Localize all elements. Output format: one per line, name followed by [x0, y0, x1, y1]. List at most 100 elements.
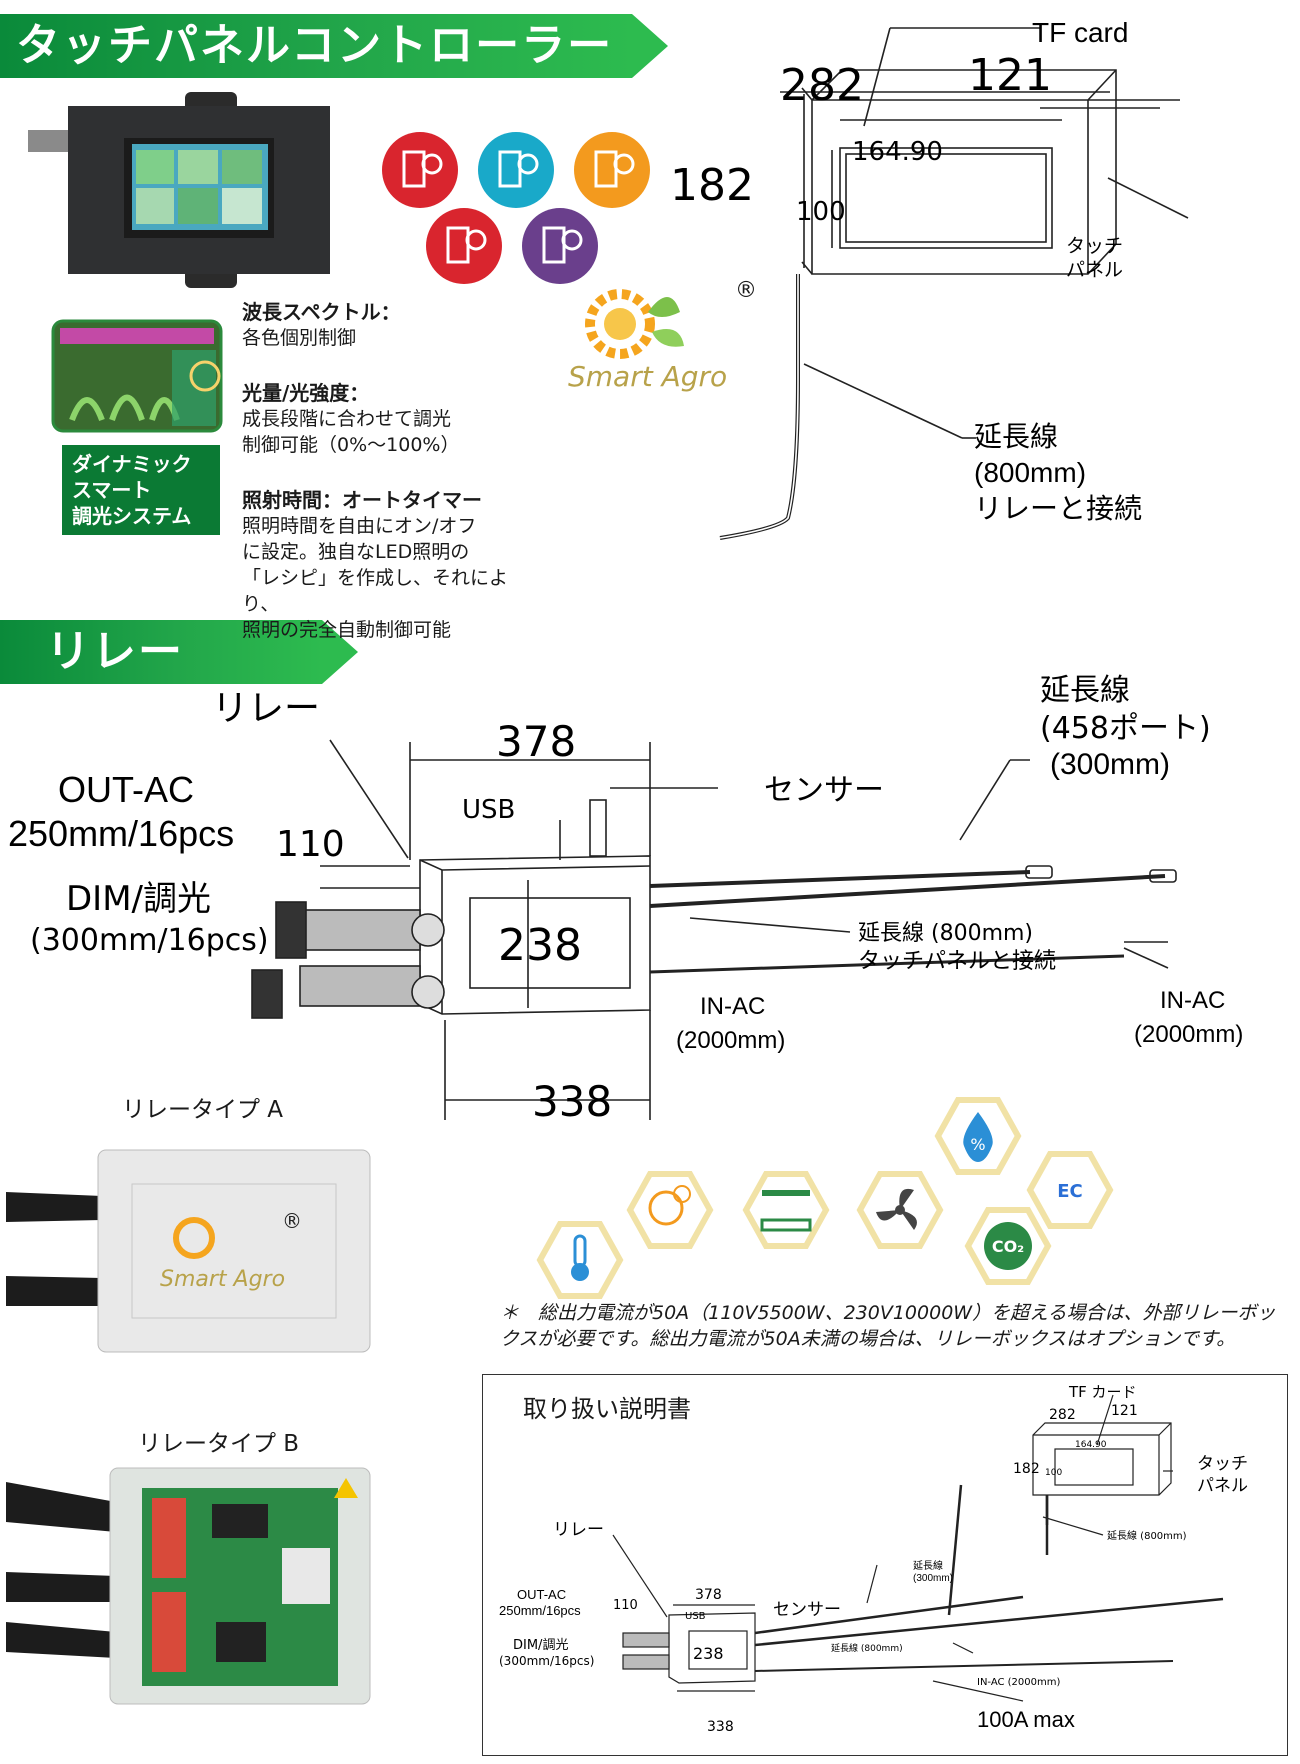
feature-text: 「レシピ」を作成し、それにより、 [242, 567, 509, 615]
feature-text: 制御可能（0%～100%） [242, 434, 460, 456]
ext-cable-label: (300mm) [1050, 748, 1170, 781]
relay-label: リレー [212, 688, 320, 729]
manual-d282: 282 [1049, 1407, 1076, 1423]
usb-label: USB [462, 795, 515, 825]
manual-d378: 378 [695, 1587, 722, 1603]
feature-text: 各色個別制御 [242, 327, 357, 349]
dim-238: 238 [498, 920, 582, 971]
manual-panel: タッチ [1197, 1454, 1248, 1474]
manual-d238: 238 [693, 1644, 724, 1663]
panel-label: パネル [1066, 259, 1123, 281]
feature-text: 照明の完全自動制御可能 [242, 619, 452, 641]
current-note: ＊ 総出力電流が50A（110V5500W、230V10000W）を超える場合は… [500, 1302, 1276, 1350]
ec-text: EC [1057, 1181, 1083, 1202]
manual-d110: 110 [613, 1598, 638, 1613]
light-timer-icon [630, 1174, 710, 1246]
panel-label: タッチ [1066, 235, 1123, 257]
feature-list: 波長スペクトル： 各色個別制御 光量/光強度： 成長段階に合わせて調光 制御可能… [242, 296, 542, 643]
co2-icon: CO₂ [968, 1210, 1048, 1282]
manual-d100: 100 [1045, 1468, 1062, 1478]
relay-type-a-label: リレータイプ A [122, 1097, 284, 1123]
sensor-label: センサー [764, 773, 884, 808]
manual-relay: リレー [553, 1520, 604, 1540]
ext-cable-label: 延長線 [1040, 673, 1130, 708]
manual-ext300: (300mm) [913, 1573, 953, 1584]
manual-dim: (300mm/16pcs) [499, 1654, 594, 1668]
dim-164: 164.90 [852, 137, 943, 167]
manual-inac: IN-AC (2000mm) [977, 1677, 1060, 1688]
dim-182: 182 [670, 160, 754, 211]
light-icon-orange [574, 132, 650, 208]
logo-text: Smart Agro [160, 1267, 285, 1292]
cable-label: 延長線 [974, 420, 1058, 453]
dim-121: 121 [968, 50, 1052, 101]
manual-sensor: センサー [773, 1600, 841, 1620]
dim-338: 338 [532, 1077, 612, 1126]
light-icons [382, 132, 650, 284]
manual-ext800: 延長線 (800mm) [831, 1642, 903, 1654]
manual-d182: 182 [1013, 1461, 1040, 1477]
manual-tf: TF カード [1068, 1383, 1137, 1401]
relay-drawing: リレー OUT-AC 250mm/16pcs 110 DIM/調光 (300mm… [8, 673, 1243, 1126]
smart-agro-logo: Smart Agro [568, 289, 727, 393]
cable-label: リレーと接続 [974, 492, 1142, 525]
dynamic-line: 調光システム [72, 504, 192, 528]
manual-d121: 121 [1111, 1403, 1138, 1419]
manual-cable800: 延長線 (800mm) [1107, 1529, 1187, 1542]
light-icon-purple [522, 208, 598, 284]
relay-type-a-photo: Smart Agro ® [6, 1149, 371, 1353]
manual-drawing: TF カード 282 121 182 164.90 100 タッチ パネル 延長… [499, 1383, 1248, 1735]
feature-text: 照明時間を自由にオン/オフ [242, 515, 477, 537]
dim-label: DIM/調光 [66, 879, 211, 919]
ext-cable-label: (458ポート) [1040, 711, 1211, 746]
manual-title: 取り扱い説明書 [523, 1395, 691, 1423]
humidity-icon: % [938, 1100, 1018, 1172]
ext-touch-label: 延長線 (800mm) [858, 921, 1033, 946]
thermometer-icon [540, 1224, 620, 1296]
feature-text: に設定。独自なLED照明の [242, 541, 470, 563]
light-icon-red-2 [426, 208, 502, 284]
relay-banner: リレー [0, 620, 358, 684]
manual-d338: 338 [707, 1719, 734, 1735]
manual-max: 100A max [977, 1707, 1075, 1732]
sensor-icons: % EC CO₂ [530, 1090, 1150, 1310]
manual-out-ac: OUT-AC [517, 1587, 566, 1602]
out-ac-label: 250mm/16pcs [8, 813, 234, 854]
dynamic-system-box: ダイナミック スマート 調光システム [62, 445, 220, 535]
co2-text: CO₂ [992, 1237, 1024, 1256]
dim-100: 100 [796, 197, 846, 227]
manual-d164: 164.90 [1075, 1440, 1107, 1450]
ext-touch-label: タッチパネルと接続 [858, 949, 1056, 974]
humidity-text: % [970, 1135, 985, 1154]
in-ac-label: IN-AC [1160, 987, 1225, 1014]
logo-text: Smart Agro [568, 360, 727, 393]
hydroponic-icon [746, 1174, 826, 1246]
dim-110: 110 [276, 824, 345, 865]
in-ac-label: (2000mm) [676, 1027, 785, 1054]
ec-icon: EC [1030, 1154, 1110, 1226]
dim-label: (300mm/16pcs) [30, 923, 269, 958]
controller-photo [28, 92, 330, 288]
out-ac-label: OUT-AC [58, 769, 194, 810]
manual-box: 取り扱い説明書 [482, 1374, 1288, 1756]
light-icon-cyan [478, 132, 554, 208]
relay-type-b-label: リレータイプ B [138, 1431, 300, 1457]
relay-type-b-photo [6, 1467, 371, 1705]
in-ac-label: (2000mm) [1134, 1021, 1243, 1048]
manual-out-ac: 250mm/16pcs [499, 1603, 581, 1618]
manual-usb: USB [685, 1611, 706, 1622]
cable-label: (800mm) [974, 457, 1086, 488]
feature-heading: 照射時間：オートタイマー [242, 488, 482, 512]
touch-panel-drawing: TF card 282 121 182 164.90 100 タッチ パネル 延… [670, 17, 1189, 540]
feature-heading: 光量/光強度： [242, 381, 370, 405]
feature-text: 成長段階に合わせて調光 [242, 408, 452, 430]
plant-image [51, 319, 223, 433]
manual-dim: DIM/調光 [513, 1638, 568, 1653]
registered-mark: ® [282, 1209, 302, 1233]
manual-panel: パネル [1197, 1476, 1248, 1496]
manual-ext300: 延長線 [913, 1559, 943, 1572]
registered-mark: ® [735, 278, 757, 303]
tf-card-label: TF card [1032, 17, 1128, 48]
in-ac-label: IN-AC [700, 993, 765, 1020]
dynamic-line: スマート [72, 478, 152, 502]
